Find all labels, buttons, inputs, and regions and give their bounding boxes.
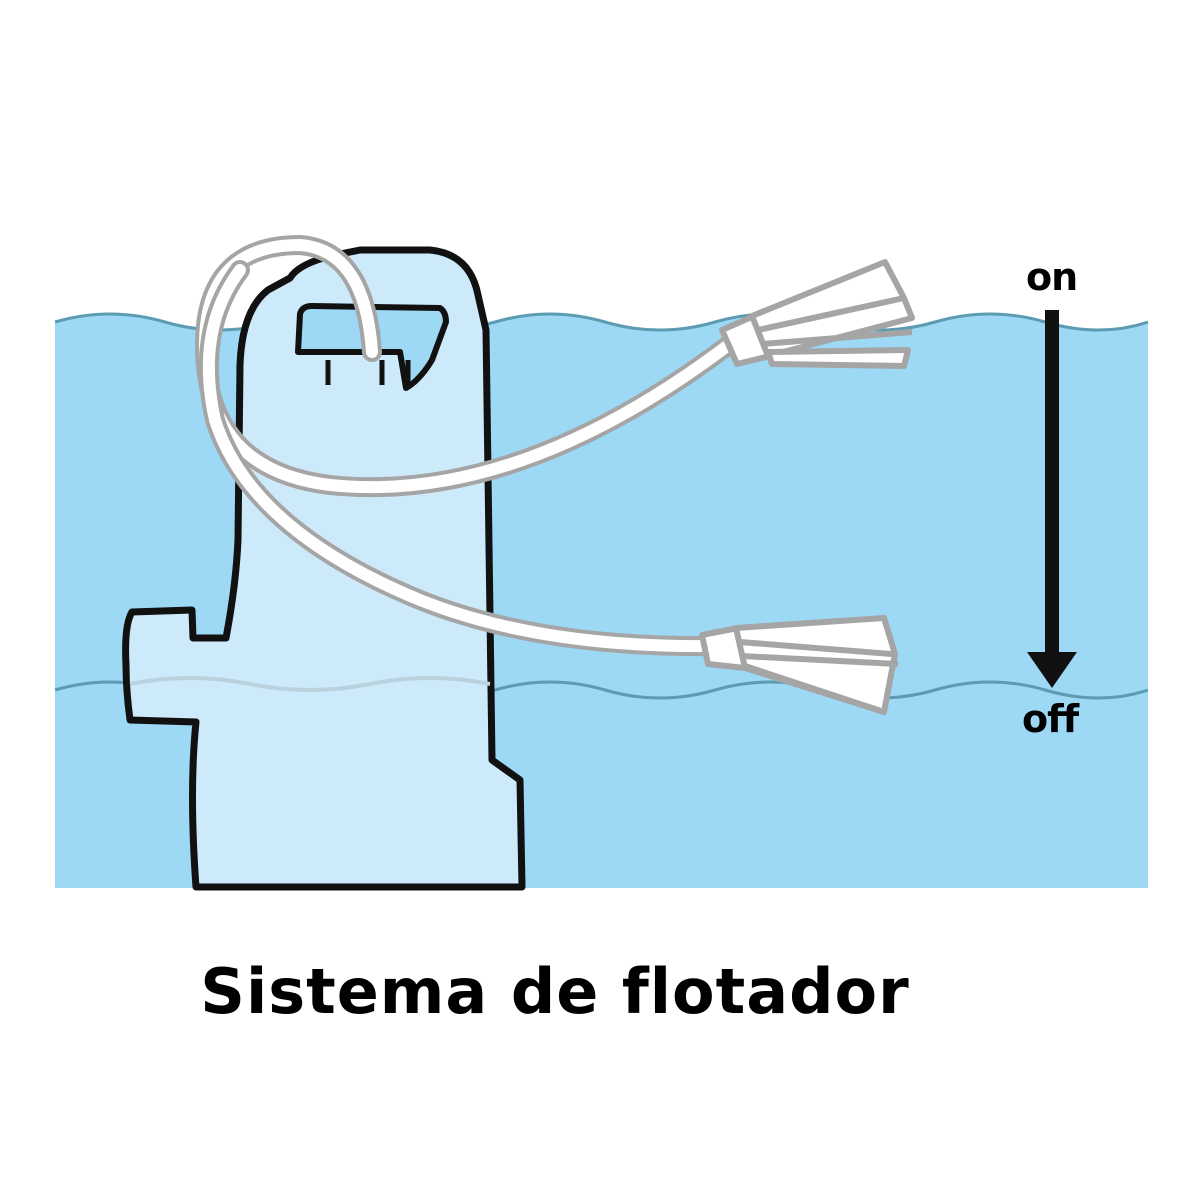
on-level-label: on (1026, 255, 1078, 299)
diagram-caption: Sistema de flotador (200, 955, 910, 1028)
lower-float-cable (198, 260, 722, 657)
float-switch-upper-icon (719, 259, 915, 369)
arrow-down-icon (1027, 310, 1077, 688)
float-switch-lower-icon (699, 615, 899, 715)
pump-body (122, 246, 526, 891)
pump-waterline (129, 676, 491, 692)
submersible-pump-icon (122, 246, 526, 891)
off-level-label: off (1022, 697, 1079, 741)
